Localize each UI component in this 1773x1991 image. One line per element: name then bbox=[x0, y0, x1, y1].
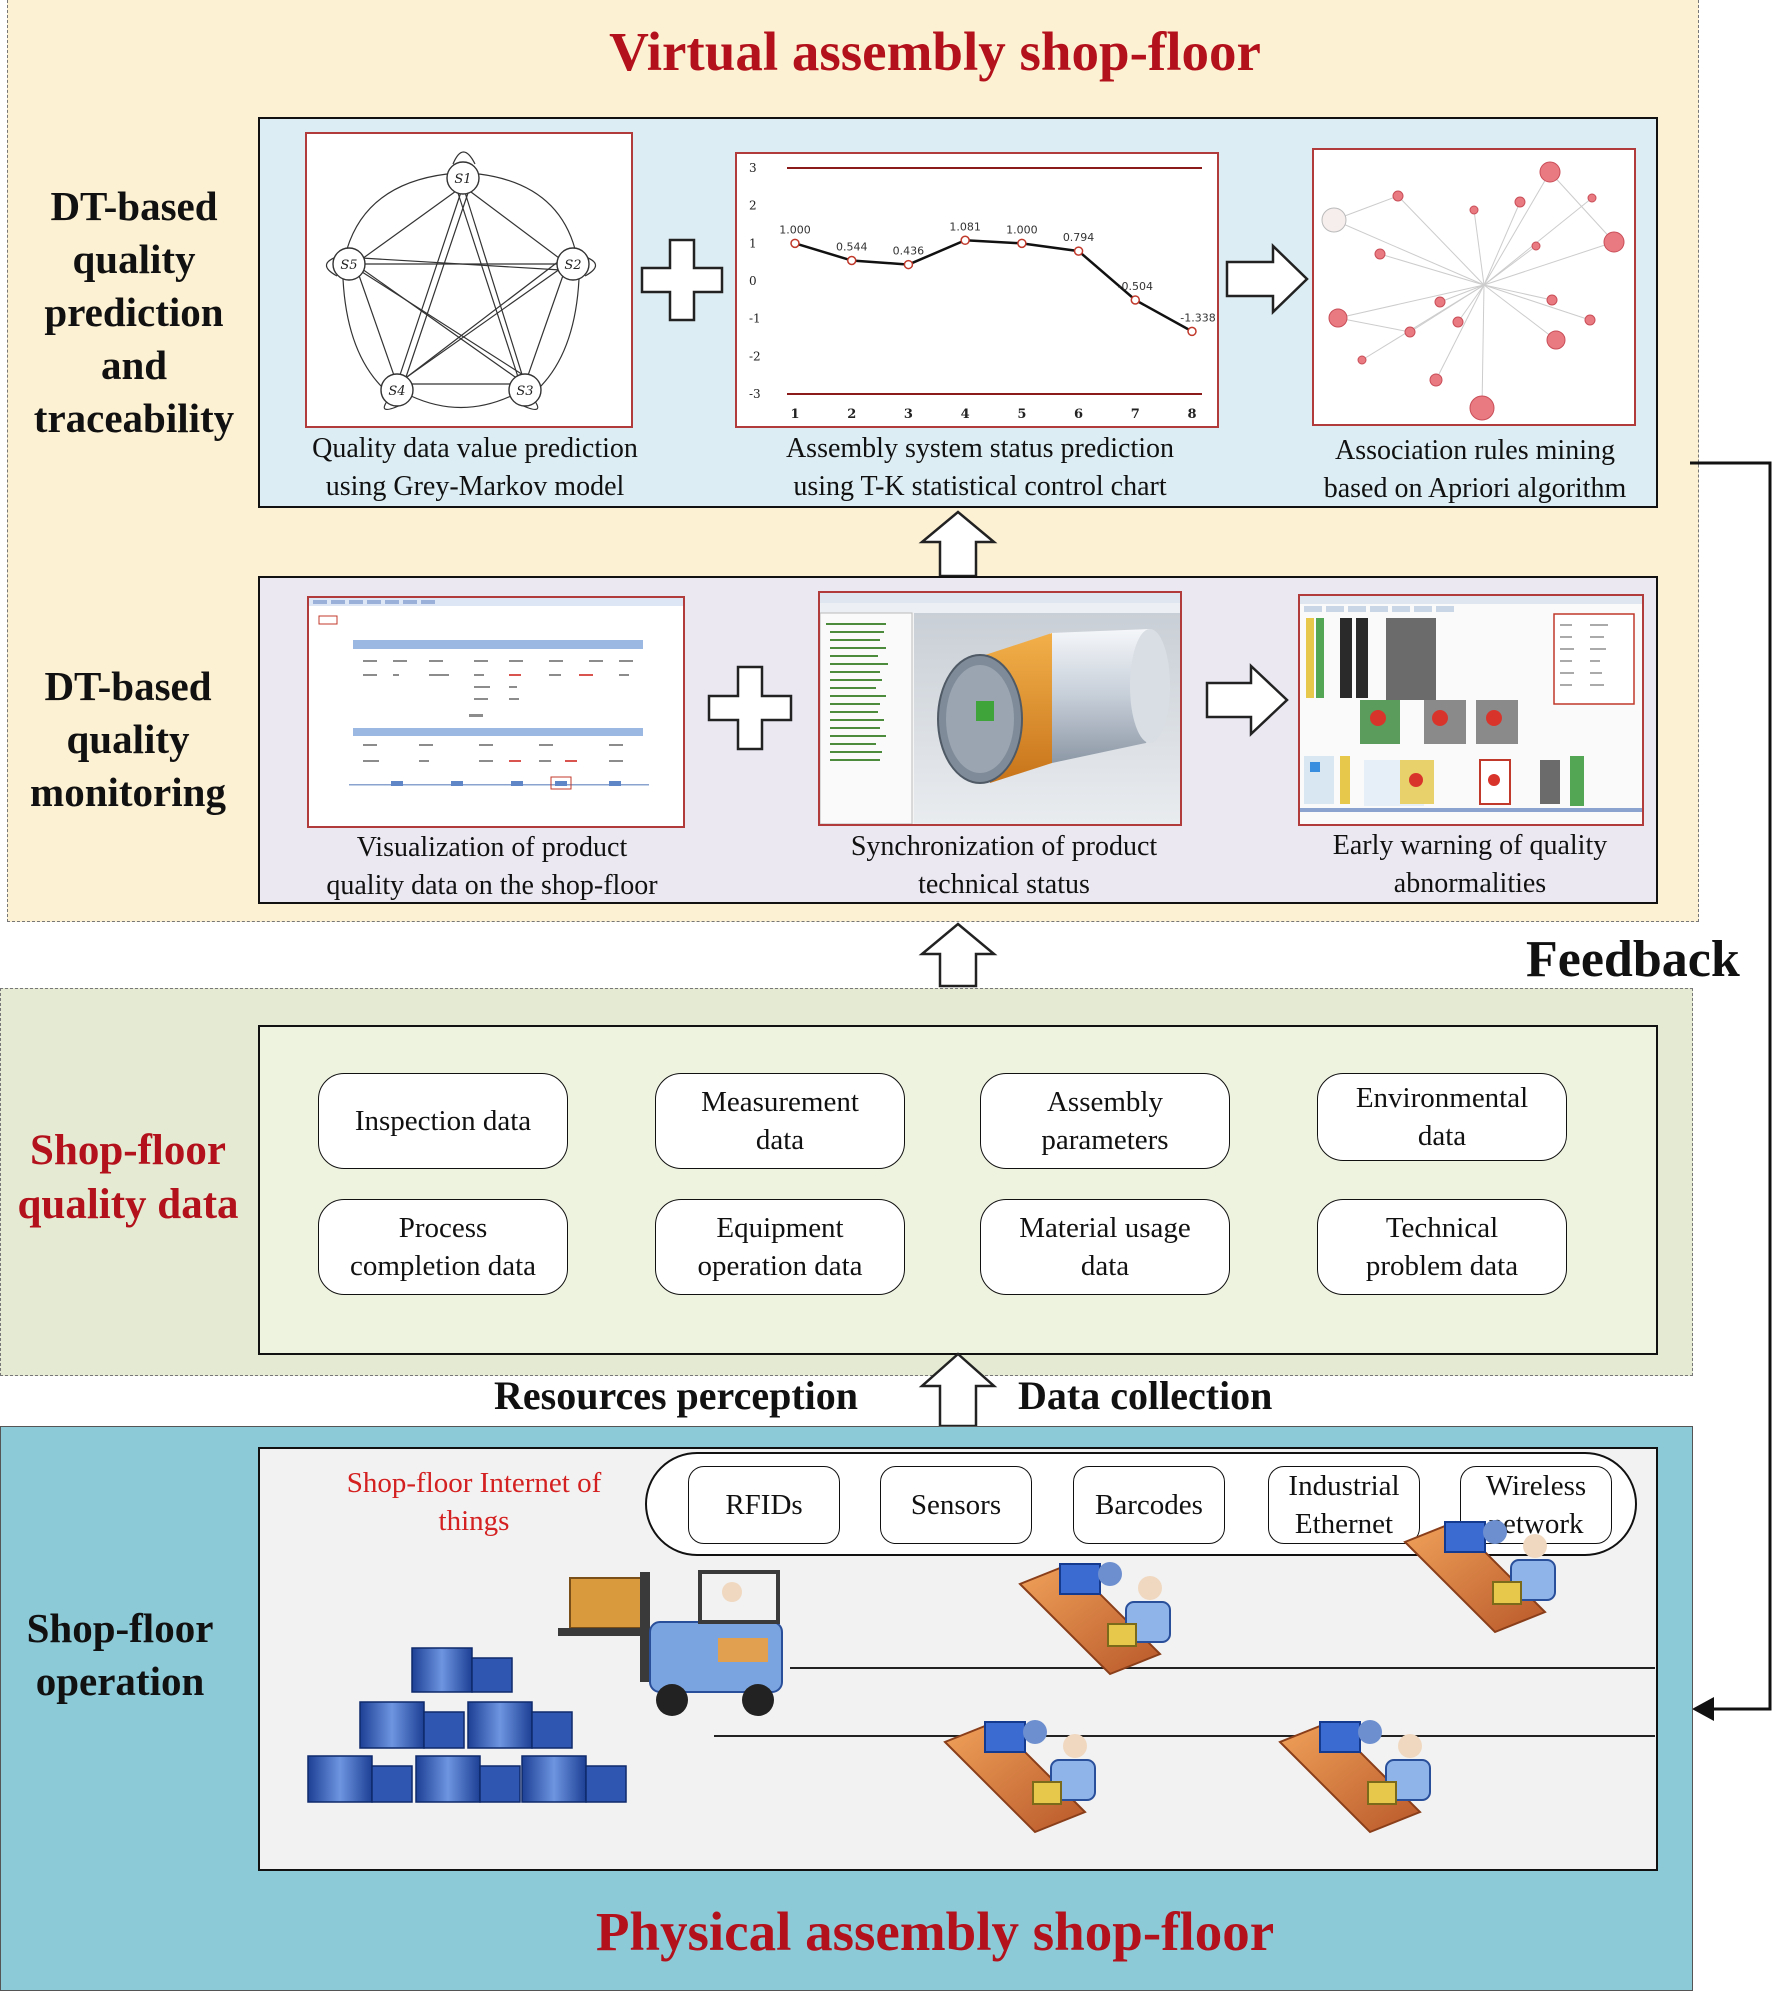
status-data-point bbox=[1073, 246, 1084, 256]
grey-markov-thumbnail: S1 S2 S3 S4 S5 bbox=[305, 132, 633, 428]
markov-node-s2: S2 bbox=[564, 258, 581, 273]
status-data-point bbox=[1187, 326, 1197, 337]
shop-floor-layout-screenshot bbox=[1300, 596, 1642, 824]
sensors-item: Sensors bbox=[880, 1466, 1032, 1544]
synchronization-thumbnail bbox=[818, 591, 1182, 826]
equipment-operation-data-item: Equipment operation data bbox=[655, 1199, 905, 1295]
iot-label: Shop-floor Internet of things bbox=[346, 1467, 602, 1537]
workstation-icon bbox=[1278, 1720, 1431, 1834]
assembly-parameters-item: Assembly parameters bbox=[980, 1073, 1230, 1169]
markov-node-s4: S4 bbox=[388, 384, 405, 399]
status-data-point bbox=[903, 259, 914, 270]
x-tick-label: 4 bbox=[961, 407, 970, 422]
y-tick-label: 0 bbox=[749, 274, 757, 288]
virtual-shop-floor-title: Virtual assembly shop-floor bbox=[609, 21, 1261, 82]
y-tick-label: 3 bbox=[749, 161, 757, 175]
box-stack-icon bbox=[307, 1647, 627, 1803]
status-data-point bbox=[790, 238, 800, 249]
y-tick-label: 2 bbox=[749, 199, 757, 213]
apriori-caption: Association rules mining based on Aprior… bbox=[1323, 435, 1627, 504]
feedback-label: Feedback bbox=[1526, 931, 1740, 988]
visualization-caption: Visualization of product quality data on… bbox=[326, 832, 658, 901]
x-tick-label: 3 bbox=[904, 407, 913, 422]
markov-node-s5: S5 bbox=[340, 258, 357, 273]
environmental-data-item: Environmental data bbox=[1317, 1073, 1567, 1161]
data-label: -0.504 bbox=[1118, 280, 1153, 293]
monitoring-label: DT-based quality monitoring bbox=[30, 663, 226, 815]
data-label: 0.544 bbox=[836, 241, 868, 254]
feedback-connector bbox=[1690, 461, 1772, 1721]
data-label: 0.794 bbox=[1063, 231, 1095, 244]
status-data-point bbox=[960, 235, 970, 246]
data-label: 1.000 bbox=[779, 223, 811, 236]
technical-problem-data-item: Technical problem data bbox=[1317, 1199, 1567, 1295]
data-label: -1.338 bbox=[1180, 311, 1215, 324]
workstation-icon bbox=[1403, 1520, 1556, 1634]
y-tick-label: -2 bbox=[749, 349, 761, 363]
operation-label: Shop-floor operation bbox=[26, 1605, 214, 1704]
arrow-up-icon bbox=[918, 1352, 998, 1428]
control-chart-caption: Assembly system status prediction using … bbox=[785, 433, 1175, 502]
plus-icon bbox=[640, 238, 724, 322]
workstation-icon bbox=[1018, 1562, 1171, 1676]
data-label: 1.000 bbox=[1006, 223, 1038, 236]
shop-floor-illustration bbox=[307, 1520, 1655, 1834]
markov-node-s3: S3 bbox=[516, 384, 533, 399]
visualization-thumbnail bbox=[307, 596, 685, 828]
arrow-right-icon bbox=[1225, 243, 1309, 315]
status-series-line bbox=[794, 239, 1193, 333]
material-usage-data-item: Material usage data bbox=[980, 1199, 1230, 1295]
x-tick-label: 5 bbox=[1017, 407, 1026, 422]
prediction-label: DT-based quality prediction and traceabi… bbox=[33, 183, 235, 441]
arrow-right-icon bbox=[1205, 663, 1289, 737]
apriori-network-thumbnail bbox=[1312, 148, 1636, 426]
barcodes-item: Barcodes bbox=[1073, 1466, 1225, 1544]
measurement-data-item: Measurement data bbox=[655, 1073, 905, 1169]
rfids-item: RFIDs bbox=[688, 1466, 840, 1544]
grey-markov-caption: Quality data value prediction using Grey… bbox=[312, 433, 638, 502]
inspection-data-item: Inspection data bbox=[318, 1073, 568, 1169]
cad-model-screenshot bbox=[820, 593, 1180, 824]
status-data-point bbox=[846, 255, 857, 266]
arrow-up-icon bbox=[918, 510, 998, 578]
forklift-icon bbox=[558, 1570, 783, 1716]
association-network bbox=[1321, 161, 1625, 421]
early-warning-caption: Early warning of quality abnormalities bbox=[1332, 830, 1608, 899]
plus-icon bbox=[707, 665, 793, 751]
x-tick-label: 7 bbox=[1131, 407, 1140, 422]
y-tick-label: -3 bbox=[749, 387, 761, 401]
quality-data-title: Shop-floor quality data bbox=[17, 1127, 239, 1228]
industrial-ethernet-item: Industrial Ethernet bbox=[1268, 1466, 1420, 1544]
x-tick-label: 2 bbox=[847, 407, 856, 422]
status-data-point bbox=[1017, 238, 1027, 249]
y-tick-label: -1 bbox=[749, 312, 761, 326]
control-chart-thumbnail: 3 2 1 0 -1 -2 -3 1 2 3 4 5 6 7 8 1.000 0.544 0.436 1.081 1.… bbox=[735, 152, 1219, 428]
x-tick-label: 8 bbox=[1187, 407, 1196, 422]
data-label: 0.436 bbox=[893, 245, 925, 258]
process-completion-data-item: Process completion data bbox=[318, 1199, 568, 1295]
data-collection-label: Data collection bbox=[1018, 1373, 1273, 1418]
markov-node-s1: S1 bbox=[454, 172, 471, 187]
control-chart: 3 2 1 0 -1 -2 -3 1 2 3 4 5 6 7 8 1.000 0.544 0.436 1.081 1.… bbox=[749, 161, 1216, 422]
markov-graph: S1 S2 S3 S4 S5 bbox=[325, 151, 597, 411]
data-label: 1.081 bbox=[949, 220, 981, 233]
physical-shop-floor-title: Physical assembly shop-floor bbox=[595, 1901, 1275, 1962]
x-tick-label: 1 bbox=[790, 407, 799, 422]
resources-perception-label: Resources perception bbox=[494, 1373, 859, 1418]
early-warning-thumbnail bbox=[1298, 594, 1644, 826]
workstation-icon bbox=[943, 1720, 1096, 1834]
x-tick-label: 6 bbox=[1074, 407, 1083, 422]
status-data-point bbox=[1130, 295, 1141, 305]
y-tick-label: 1 bbox=[749, 236, 757, 250]
arrow-up-icon bbox=[918, 922, 998, 988]
wireless-network-item: Wireless network bbox=[1460, 1466, 1612, 1544]
synchronization-caption: Synchronization of product technical sta… bbox=[850, 831, 1158, 900]
quality-table-screenshot bbox=[309, 598, 683, 790]
